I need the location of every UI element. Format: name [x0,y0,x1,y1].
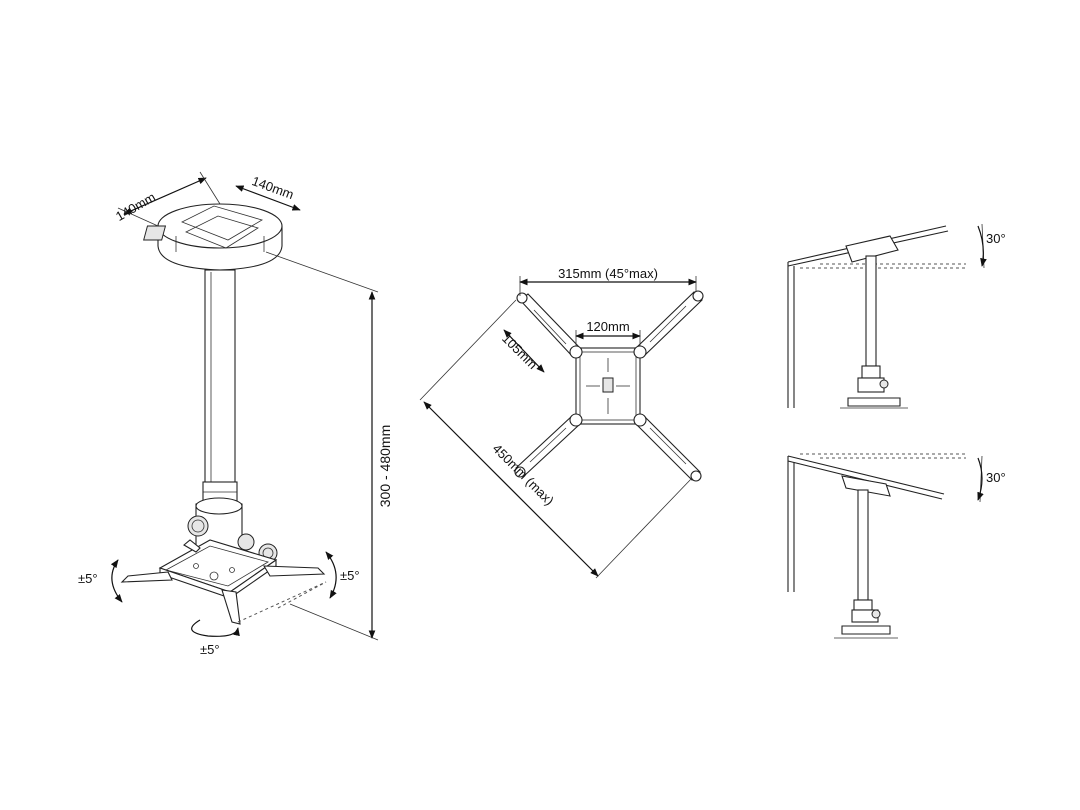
plate-depth-dimension [235,185,301,211]
plate-depth-label: 140mm [250,173,296,202]
tilt-left-arrow [110,559,123,603]
ceiling-angle-top-label: 30° [986,231,1006,246]
ceiling-plate [143,203,283,271]
ceiling-angle-bottom-arc [977,457,984,501]
center-plate-label: 120mm [586,319,629,334]
plate-width-label: 140mm [113,189,158,224]
diagonal-max-dimension [423,401,599,577]
swivel-arrow [191,619,240,637]
projector-bracket [120,539,326,625]
tilt-right-arrow [325,551,337,599]
height-range-label: 300 - 480mm [377,425,393,507]
swivel-reference-line [237,581,327,623]
tilt-right-label: ±5° [340,568,360,583]
plate-width-dimension [123,177,207,215]
arm-length-dimension [503,329,545,373]
ceiling-angle-bottom-label: 30° [986,470,1006,485]
extension-pole [202,269,238,505]
arm-upper-right [633,290,704,359]
tilt-left-label: ±5° [78,571,98,586]
sloped-ceiling-view-bottom: 30° [787,453,1006,639]
sloped-ceiling-view-top: 30° [787,223,1006,409]
bracket-top-view: 315mm (45°max) 120mm 105mm 450mm (max) [419,266,704,579]
swivel-label: ±5° [200,642,220,657]
mount-perspective-view: 140mm 140mm 300 - 480mm ±5° ±5° ±5° [78,171,393,657]
arm-lower-right [633,413,702,482]
ceiling-angle-top-arc [977,225,987,267]
arm-length-label: 105mm [499,331,540,372]
arm-span-label: 315mm (45°max) [558,266,658,281]
